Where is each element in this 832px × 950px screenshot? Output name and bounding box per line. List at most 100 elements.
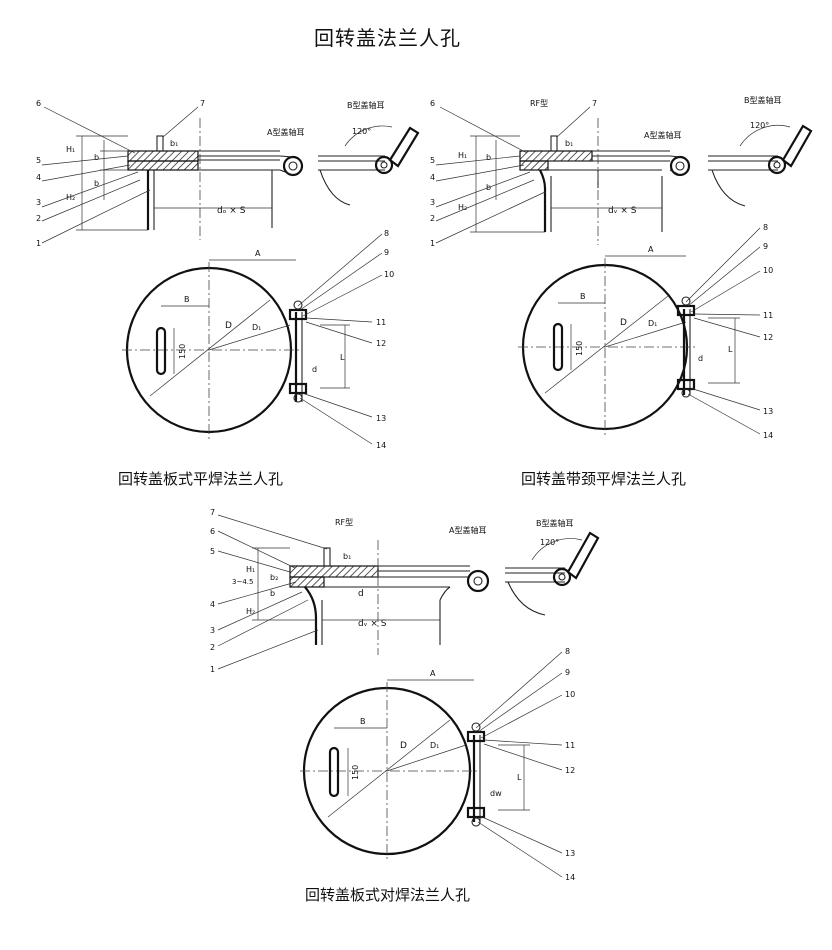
bolt-stud [323,547,331,567]
dim-L: L [728,345,733,354]
dim-B: B [580,292,586,301]
part-12: 12 [763,333,773,342]
part-11: 11 [376,318,386,327]
dim-dwxs: dᵥ × S [358,619,387,629]
angle-label: 120° [540,538,559,547]
part-3: 3 [430,198,435,207]
dim-b: b [94,153,99,162]
part-13: 13 [565,849,575,858]
neck-wall [304,586,318,645]
b-hinge-label: B型盖轴耳 [744,95,782,105]
dim-150: 150 [575,341,584,356]
dim-h2: H₂ [458,203,467,212]
dim-h1: H₁ [246,565,255,574]
part-9: 9 [565,668,570,677]
part-5: 5 [430,156,435,165]
part-10: 10 [763,266,773,275]
plan-view: 150 B A D D₁ L d [122,229,394,450]
a-hinge-label: A型盖轴耳 [644,130,681,140]
b-hinge-detail: B型盖轴耳 120° [318,100,420,206]
bolt-stud [550,135,558,152]
plan-view: 150 B A D D₁ L d [518,223,773,440]
dim-D: D [225,321,232,331]
upper-hinge-bolt [288,308,308,321]
dim-dwxs: dᵥ × S [608,206,637,216]
neck-wall [539,169,547,232]
part-8: 8 [763,223,768,232]
figure-butt-weld: RF型 H₁ H₂ 3~4.5 b₂ b b₁ d dᵥ × S [210,508,600,882]
part-1: 1 [36,239,41,248]
part-10: 10 [565,690,575,699]
rf-label: RF型 [335,518,353,527]
neck-flange-section [289,576,325,588]
dim-150: 150 [178,344,187,359]
neck-flange-section [519,160,549,171]
part-9: 9 [384,248,389,257]
part-11: 11 [763,311,773,320]
figure-flat-weld: H₁ H₂ b b b₁ dₒ × S 6 7 5 4 3 2 1 [36,99,420,450]
dim-B: B [360,717,366,726]
dim-h2: H₂ [246,607,255,616]
dim-h1: H₁ [458,151,467,160]
caption-flat-weld-manhole: 回转盖板式平焊法兰人孔 [118,470,284,488]
dim-A: A [648,245,654,254]
figure-neck-weld: RF型 H₁ H₂ b b b₁ dᵥ × S [430,95,813,440]
part-5: 5 [36,156,41,165]
a-hinge-label: A型盖轴耳 [267,127,304,137]
rf-label: RF型 [530,99,548,108]
part-8: 8 [565,647,570,656]
part-6: 6 [36,99,41,108]
part-7: 7 [210,508,215,517]
dim-b1: b₁ [343,552,351,561]
part-13: 13 [376,414,386,423]
dim-dw: dw [490,789,502,798]
part-4: 4 [210,600,215,609]
angle-label: 120° [750,121,769,130]
part-2: 2 [430,214,435,223]
dim-b2: b₂ [270,573,278,582]
part-13: 13 [763,407,773,416]
dim-D1: D₁ [252,323,261,332]
part-12: 12 [565,766,575,775]
dim-b: b [486,153,491,162]
part-4: 4 [36,173,41,182]
part-leaders [217,514,328,670]
dim-b-lower: b [94,179,99,188]
handle [155,326,167,376]
part-12: 12 [376,339,386,348]
dim-A: A [430,669,436,678]
part-8: 8 [384,229,389,238]
part-2: 2 [36,214,41,223]
part-11: 11 [565,741,575,750]
handle [328,746,340,798]
part-1: 1 [210,665,215,674]
cover-plate-section [519,150,593,162]
b-hinge-label: B型盖轴耳 [347,100,385,110]
plan-part-leaders [297,233,383,445]
upper-hinge-bolt [466,730,486,743]
cover-plate-section [127,150,199,162]
part-14: 14 [565,873,575,882]
part-3: 3 [210,626,215,635]
page-title: 回转盖法兰人孔 [314,26,461,50]
b-hinge-detail: B型盖轴耳 120° [708,95,813,207]
part-9: 9 [763,242,768,251]
dim-b1: b₁ [170,139,178,148]
hinge-eye [466,569,490,593]
part-10: 10 [384,270,394,279]
b-hinge-label: B型盖轴耳 [536,518,574,528]
flange-section [127,160,199,171]
plan-part-leaders [475,651,563,878]
dim-d: d [312,365,317,374]
dim-b1: b₁ [565,139,573,148]
bolt-stud [156,135,164,152]
dim-D1: D₁ [430,741,439,750]
dim-150: 150 [351,765,360,780]
dim-A: A [255,249,261,258]
a-hinge-label: A型盖轴耳 [449,525,486,535]
dim-h2: H₂ [66,193,75,202]
section-view: RF型 H₁ H₂ 3~4.5 b₂ b b₁ d dᵥ × S [210,508,490,674]
part-6: 6 [210,527,215,536]
part-5: 5 [210,547,215,556]
dim-d: d [358,589,364,599]
